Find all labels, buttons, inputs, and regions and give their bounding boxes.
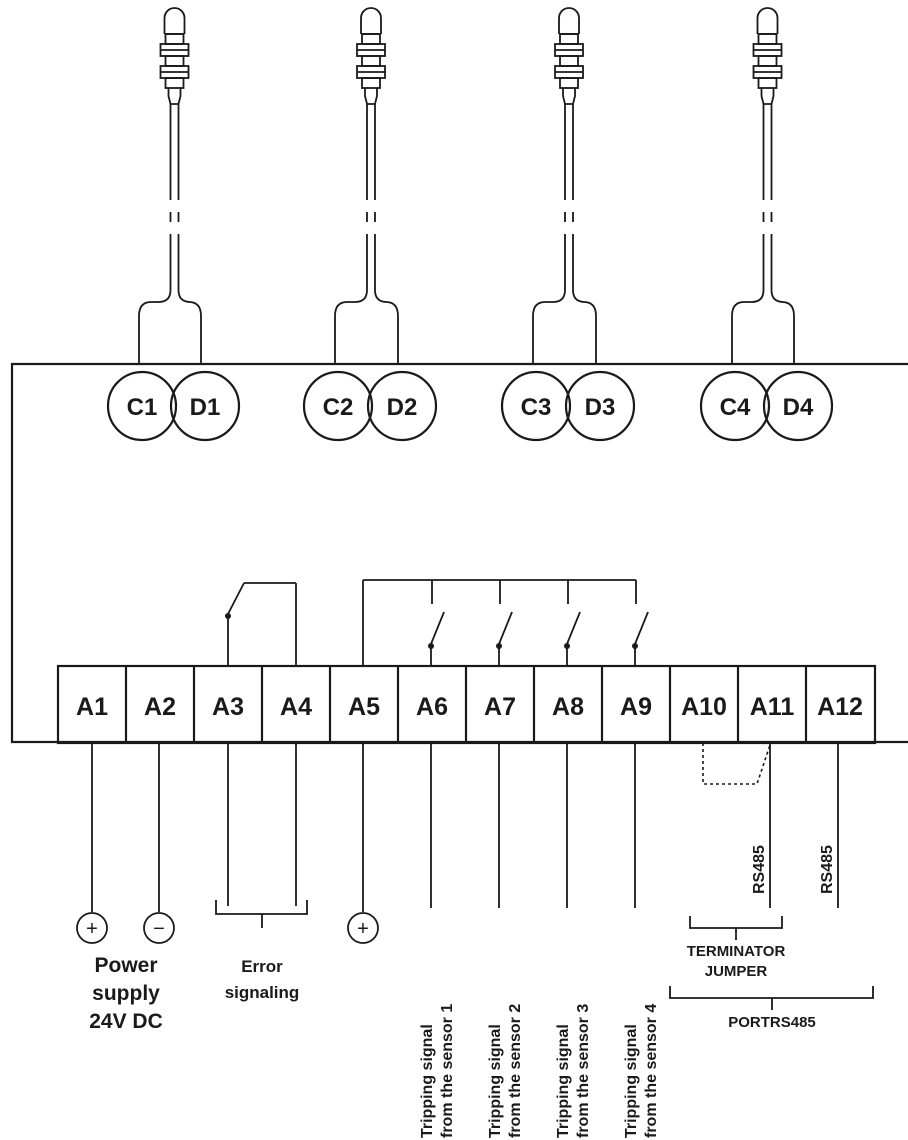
terminal-a5-label: A5 xyxy=(348,693,380,721)
external-wiring xyxy=(91,743,874,1010)
terminal-a4-label: A4 xyxy=(280,693,312,721)
error-label-line1: Error xyxy=(241,957,283,976)
error-relay xyxy=(225,582,297,666)
terminal-a3: A3 xyxy=(192,666,244,743)
terminal-a9-label: A9 xyxy=(620,693,652,721)
connector-d1-circle xyxy=(169,370,241,442)
power-label-line1: Power xyxy=(94,954,157,977)
connector-c3-circle xyxy=(500,370,572,442)
terminal-a7-label: A7 xyxy=(484,693,516,721)
terminal-a6: A6 xyxy=(396,666,448,743)
rs485-a12-label: RS485 xyxy=(819,845,836,894)
connector-d1-label: D1 xyxy=(190,394,221,421)
connectors: C1 D1 C2 D2 C3 D3 C4 D4 xyxy=(106,370,834,442)
tripping-3-line2: from the sensor 3 xyxy=(575,1004,592,1138)
tripping-2-line1: Tripping signal xyxy=(487,1024,504,1138)
connector-d2-label: D2 xyxy=(387,394,418,421)
sensor-1 xyxy=(138,7,202,364)
tripping-2-line2: from the sensor 2 xyxy=(507,1004,524,1138)
connector-c4-label: C4 xyxy=(720,394,751,421)
rs485-a11-label: RS485 xyxy=(751,845,768,894)
connector-d4-circle xyxy=(762,370,834,442)
terminal-a12: A12 xyxy=(804,666,863,743)
tripping-4-line1: Tripping signal xyxy=(623,1024,640,1138)
power-label-line3: 24V DC xyxy=(89,1010,163,1033)
terminal-a11-label: A11 xyxy=(750,693,795,721)
connector-d3-label: D3 xyxy=(585,394,616,421)
connector-d4-label: D4 xyxy=(783,394,814,421)
sensors xyxy=(138,7,795,364)
terminal-a8-label: A8 xyxy=(552,693,584,721)
error-label-line2: signaling xyxy=(225,983,300,1002)
terminal-a1-label: A1 xyxy=(76,693,108,721)
plus-sign-circle-a5 xyxy=(347,912,379,944)
tripping-4-line2: from the sensor 4 xyxy=(643,1004,660,1138)
sensor-3 xyxy=(532,7,597,364)
terminal-a12-label: A12 xyxy=(817,693,863,721)
plus-sign-a5: + xyxy=(357,918,369,940)
sensor-4 xyxy=(731,7,795,364)
power-label-line2: supply xyxy=(92,982,160,1005)
terminal-a5: A5 xyxy=(328,666,380,743)
terminal-a2-label: A2 xyxy=(144,693,176,721)
terminal-a10-label: A10 xyxy=(681,693,727,721)
sensor-relays xyxy=(362,579,649,666)
plus-sign-a1: + xyxy=(86,918,98,940)
tripping-1-line1: Tripping signal xyxy=(419,1024,436,1138)
terminal-a8: A8 xyxy=(532,666,584,743)
connector-c3-label: C3 xyxy=(521,394,552,421)
connector-c2-circle xyxy=(302,370,374,442)
connector-d3-circle xyxy=(564,370,636,442)
tripping-3-line1: Tripping signal xyxy=(555,1024,572,1138)
port-label: PORTRS485 xyxy=(728,1014,816,1031)
terminal-a11: A11 xyxy=(736,666,795,743)
terminal-a7: A7 xyxy=(464,666,516,743)
labels: Power supply 24V DC Error signaling RS48… xyxy=(89,845,836,1138)
connector-c1-label: C1 xyxy=(127,394,158,421)
minus-sign-a2: − xyxy=(153,918,165,940)
connector-c4-circle xyxy=(699,370,771,442)
tripping-1-line2: from the sensor 1 xyxy=(439,1004,456,1138)
terminal-a1: A1 xyxy=(76,693,108,721)
terminal-a2: A2 xyxy=(124,666,176,743)
connector-c1-circle xyxy=(106,370,178,442)
terminal-a9: A9 xyxy=(600,666,652,743)
terminal-a10: A10 xyxy=(668,666,727,743)
terminal-block: A1 A2 A3 A4 A5 A6 A7 A8 A9 A10 A11 A12 xyxy=(56,664,877,745)
polarity-signs: + − + xyxy=(76,912,379,944)
terminal-a3-label: A3 xyxy=(212,693,244,721)
sensor-2 xyxy=(334,7,399,364)
connector-c2-label: C2 xyxy=(323,394,354,421)
plus-sign-circle-a1 xyxy=(76,912,108,944)
minus-sign-circle-a2 xyxy=(143,912,175,944)
connector-d2-circle xyxy=(366,370,438,442)
terminal-a6-label: A6 xyxy=(416,693,448,721)
terminal-a4: A4 xyxy=(260,666,312,743)
terminator-label-line1: TERMINATOR xyxy=(687,943,786,960)
terminator-label-line2: JUMPER xyxy=(705,963,768,980)
